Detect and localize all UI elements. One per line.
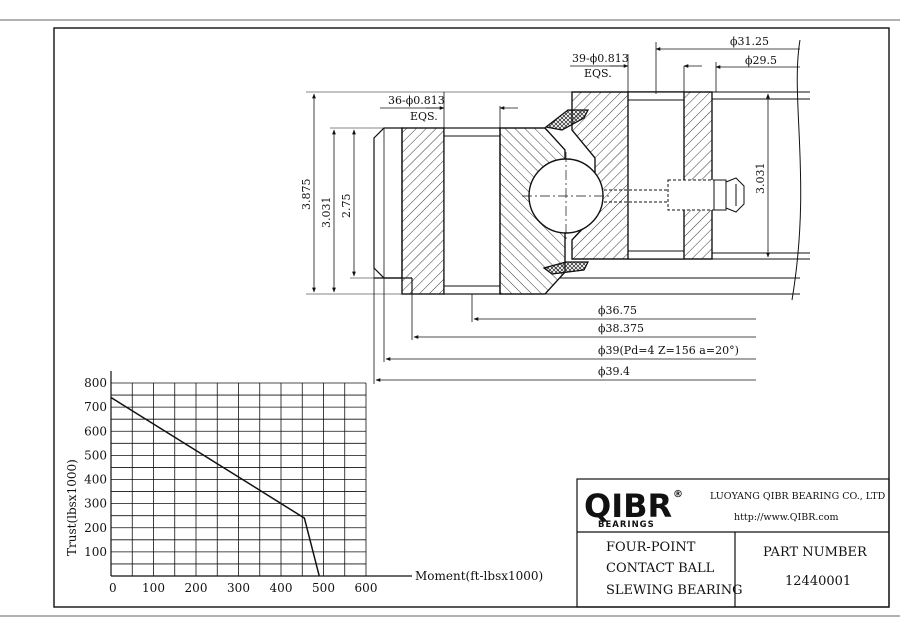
company-name: LUOYANG QIBR BEARING CO., LTD <box>710 491 886 502</box>
description-line-2: CONTACT BALL <box>606 561 715 576</box>
dim-inner-holes: 36-ϕ0.813 <box>388 94 445 107</box>
chart-y-tick-label: 800 <box>84 376 107 390</box>
dim-outer-eqs: EQS. <box>584 67 612 80</box>
dim-inner-eqs: EQS. <box>410 110 438 123</box>
dim-d38-375: ϕ38.375 <box>598 322 644 335</box>
dimension-lines <box>306 42 800 384</box>
chart-axes <box>110 371 412 577</box>
chart-ticks: 100 200 300 400 500 600 700 800 0 100 200 300 400 500… <box>84 376 377 595</box>
load-chart: 100 200 300 400 500 600 700 800 0 100 200 300 400 500… <box>65 371 543 595</box>
chart-x-tick-label: 600 <box>355 581 378 595</box>
chart-y-axis-label: Trust(lbsx1000) <box>65 459 79 556</box>
logo-registered-mark: ® <box>673 489 683 500</box>
dim-outer-holes: 39-ϕ0.813 <box>572 52 629 65</box>
title-block: QIBR ® BEARINGS LUOYANG QIBR BEARING CO.… <box>576 478 890 608</box>
chart-y-tick-label: 200 <box>84 521 107 535</box>
chart-y-tick-label: 300 <box>84 497 107 511</box>
chart-y-tick-label: 400 <box>84 473 107 487</box>
sheet-border <box>0 19 900 617</box>
description-line-1: FOUR-POINT <box>606 540 696 555</box>
chart-x-tick-label: 200 <box>185 581 208 595</box>
part-number-label: PART NUMBER <box>763 545 868 560</box>
dim-h-3-031-right: 3.031 <box>754 163 767 195</box>
dim-d39-gear: ϕ39(Pd=4 Z=156 a=20°) <box>598 344 739 357</box>
dim-h-2-75: 2.75 <box>340 194 353 219</box>
grease-nipple-icon <box>604 177 745 213</box>
part-number-value: 12440001 <box>785 574 851 589</box>
chart-y-tick-label: 500 <box>84 448 107 462</box>
chart-x-tick-label: 100 <box>142 581 165 595</box>
dim-h-3-875: 3.875 <box>300 179 313 211</box>
dim-d39-4: ϕ39.4 <box>598 365 630 378</box>
chart-y-tick-label: 700 <box>84 400 107 414</box>
dim-d31-25: ϕ31.25 <box>730 35 769 48</box>
dim-h-3-031-left: 3.031 <box>320 197 333 229</box>
chart-x-tick-label: 400 <box>270 581 293 595</box>
chart-series-line <box>110 396 320 577</box>
chart-grid <box>111 382 367 576</box>
dimension-labels: ϕ31.25 ϕ29.5 39-ϕ0.813 EQS. 36-ϕ0.813 EQ… <box>300 35 777 378</box>
chart-x-tick-label: 300 <box>227 581 250 595</box>
chart-x-tick-label: 500 <box>312 581 335 595</box>
bearing-section <box>373 39 810 301</box>
chart-x-tick-label: 0 <box>109 581 117 595</box>
chart-x-axis-label: Moment(ft-lbsx1000) <box>415 569 543 583</box>
description-line-3: SLEWING BEARING <box>606 583 743 598</box>
company-url: http://www.QIBR.com <box>734 512 838 523</box>
company-logo: QIBR <box>584 487 672 525</box>
logo-subtitle: BEARINGS <box>598 520 655 530</box>
chart-y-tick-label: 600 <box>84 424 107 438</box>
chart-series <box>110 396 320 577</box>
chart-y-tick-label: 100 <box>84 545 107 559</box>
outer-gear-ring <box>373 127 403 279</box>
dim-d29-5: ϕ29.5 <box>745 54 777 67</box>
dim-d36-75: ϕ36.75 <box>598 304 637 317</box>
